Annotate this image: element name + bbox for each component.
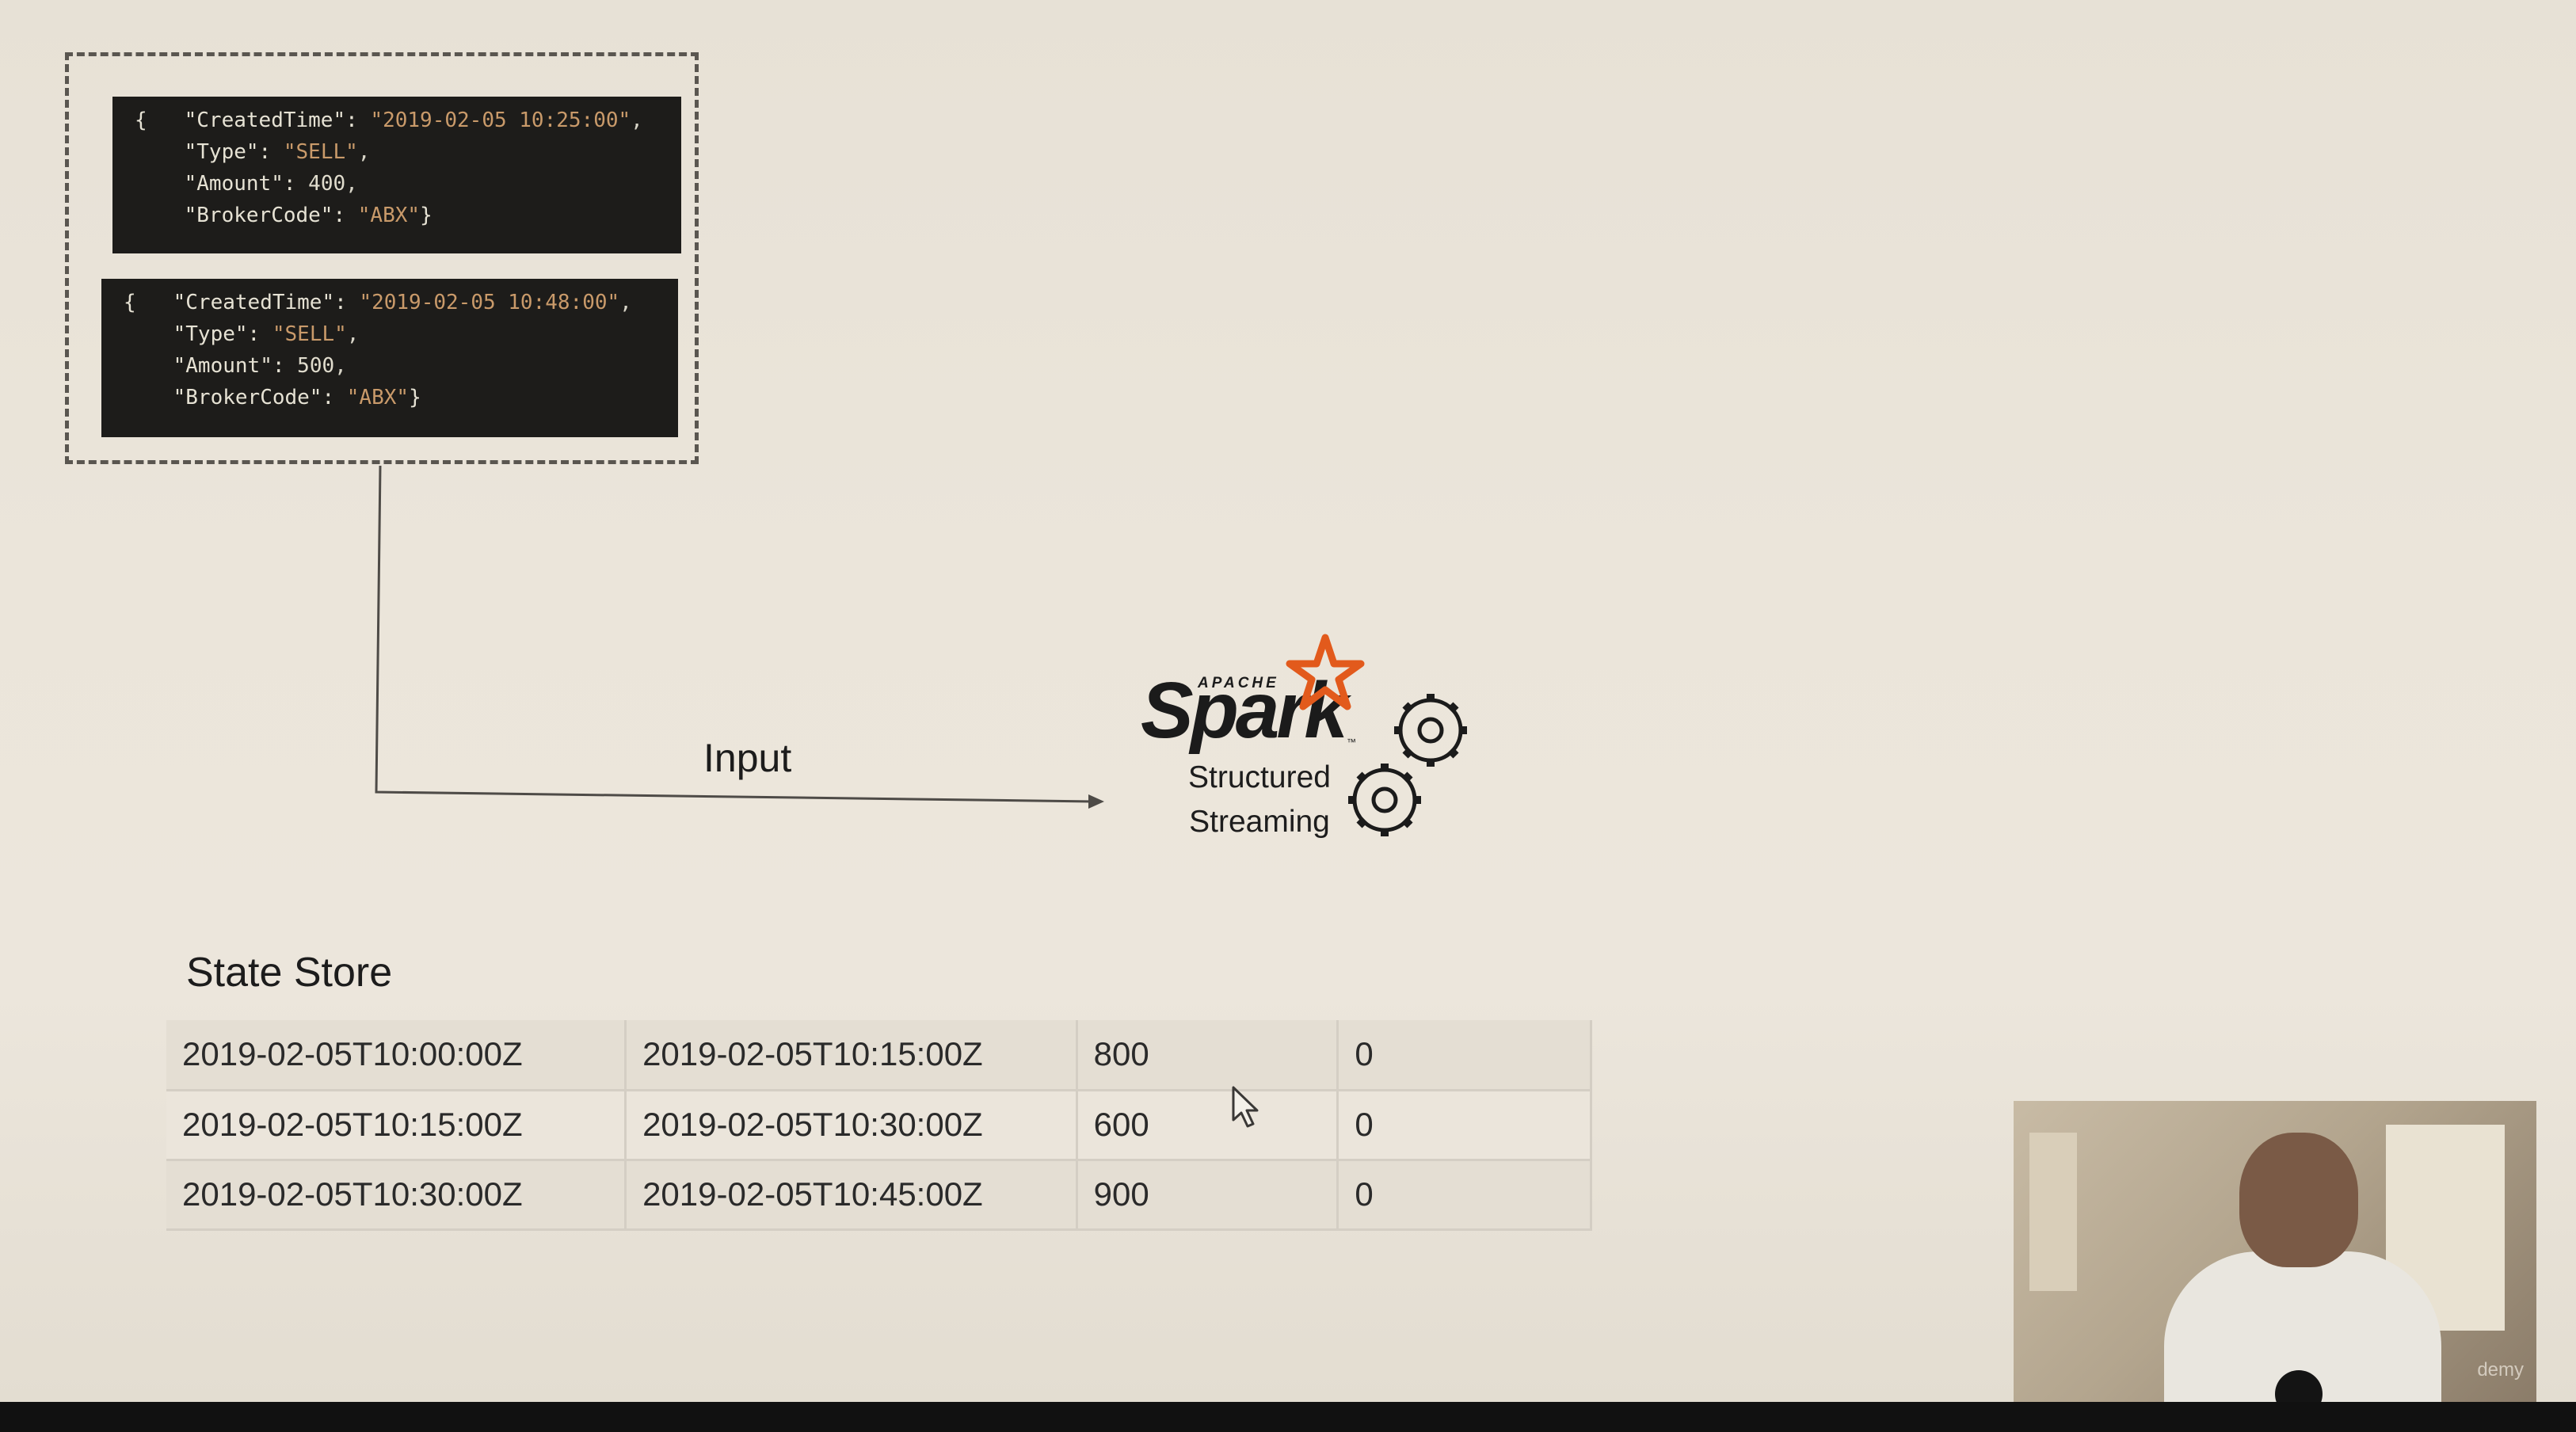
extra-cell: 0 bbox=[1337, 1020, 1592, 1091]
table-row: 2019-02-05T10:15:00Z 2019-02-05T10:30:00… bbox=[166, 1090, 1592, 1161]
json-line: { "CreatedTime": "2019-02-05 10:25:00", bbox=[135, 109, 643, 132]
input-events-group bbox=[65, 52, 699, 464]
total-cell: 900 bbox=[1077, 1160, 1339, 1231]
watermark-text: demy bbox=[2477, 1359, 2524, 1381]
json-line: "BrokerCode": "ABX"} bbox=[135, 200, 681, 231]
json-value: 400 bbox=[308, 172, 346, 196]
window-start-cell: 2019-02-05T10:30:00Z bbox=[166, 1160, 627, 1231]
extra-cell: 0 bbox=[1337, 1160, 1592, 1231]
microphone-icon bbox=[2275, 1370, 2323, 1402]
json-line: "Type": "SELL", bbox=[173, 322, 360, 346]
spark-star-icon bbox=[1286, 634, 1365, 710]
json-line: "Type": "SELL", bbox=[184, 140, 371, 164]
window-start-cell: 2019-02-05T10:15:00Z bbox=[166, 1090, 627, 1161]
json-key: "Type": bbox=[173, 322, 261, 346]
input-label: Input bbox=[703, 736, 792, 780]
state-store-title: State Store bbox=[186, 950, 393, 996]
apache-wordmark: APACHE bbox=[1198, 675, 1279, 691]
json-value: "SELL" bbox=[283, 140, 358, 164]
json-line: "BrokerCode": "ABX"} bbox=[124, 382, 678, 413]
table-row: 2019-02-05T10:00:00Z 2019-02-05T10:15:00… bbox=[166, 1020, 1592, 1091]
json-value: "ABX" bbox=[346, 386, 410, 409]
json-value: "2019-02-05 10:25:00" bbox=[370, 109, 631, 132]
json-value: "SELL" bbox=[272, 322, 347, 346]
streaming-label: Streaming bbox=[1189, 805, 1330, 839]
json-key: "Amount": bbox=[184, 172, 296, 196]
window-end-cell: 2019-02-05T10:45:00Z bbox=[625, 1160, 1078, 1231]
table-row: 2019-02-05T10:30:00Z 2019-02-05T10:45:00… bbox=[166, 1160, 1592, 1231]
total-cell: 800 bbox=[1077, 1020, 1339, 1091]
json-key: "BrokerCode": bbox=[173, 386, 335, 409]
json-key: "CreatedTime": bbox=[184, 109, 358, 132]
connector-line bbox=[375, 465, 1094, 803]
structured-label: Structured bbox=[1188, 760, 1331, 794]
json-key: "BrokerCode": bbox=[184, 204, 346, 227]
json-key: "Type": bbox=[184, 140, 272, 164]
json-brace: } bbox=[409, 386, 421, 409]
json-brace: } bbox=[420, 204, 433, 227]
json-key: "CreatedTime": bbox=[173, 291, 347, 314]
json-brace: { bbox=[124, 291, 136, 314]
json-brace: { bbox=[135, 109, 147, 132]
state-store-table: 2019-02-05T10:00:00Z 2019-02-05T10:15:00… bbox=[166, 1020, 1592, 1231]
spark-structured-streaming-logo: APACHE Spark ™ Structured Streaming bbox=[1141, 634, 1489, 863]
input-connector-arrow bbox=[375, 465, 1104, 809]
window-end-cell: 2019-02-05T10:30:00Z bbox=[625, 1090, 1078, 1161]
mouse-cursor-icon bbox=[1232, 1086, 1259, 1128]
window-start-cell: 2019-02-05T10:00:00Z bbox=[166, 1020, 627, 1091]
background-shelf bbox=[2029, 1133, 2077, 1291]
extra-cell: 0 bbox=[1337, 1090, 1592, 1161]
total-cell: 600 bbox=[1077, 1090, 1339, 1161]
slide: { "CreatedTime": "2019-02-05 10:25:00", … bbox=[0, 0, 2576, 1402]
trademark-symbol: ™ bbox=[1347, 737, 1356, 748]
presenter-webcam-overlay: demy bbox=[2014, 1101, 2536, 1402]
json-event-1: { "CreatedTime": "2019-02-05 10:25:00", … bbox=[112, 97, 681, 253]
monitor-bezel bbox=[0, 1402, 2576, 1432]
json-value: "ABX" bbox=[357, 204, 421, 227]
json-event-2: { "CreatedTime": "2019-02-05 10:48:00", … bbox=[101, 279, 678, 437]
json-line: "Amount": 500, bbox=[173, 354, 347, 378]
json-key: "Amount": bbox=[173, 354, 285, 378]
json-value: "2019-02-05 10:48:00" bbox=[359, 291, 620, 314]
json-line: { "CreatedTime": "2019-02-05 10:48:00", bbox=[124, 291, 632, 314]
json-value: 500 bbox=[297, 354, 335, 378]
gears-icon bbox=[1348, 694, 1467, 836]
window-end-cell: 2019-02-05T10:15:00Z bbox=[625, 1020, 1078, 1091]
arrowhead-icon bbox=[1088, 794, 1104, 809]
json-line: "Amount": 400, bbox=[184, 172, 358, 196]
presenter-head bbox=[2239, 1133, 2358, 1267]
